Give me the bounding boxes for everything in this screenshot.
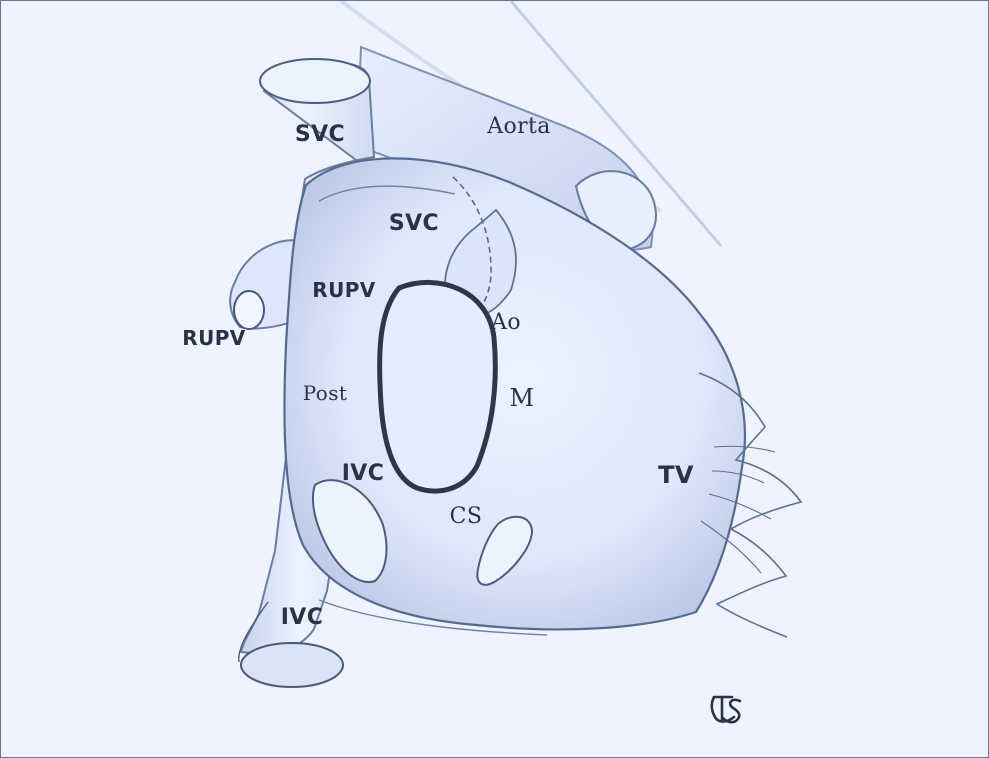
rupv-opening: [234, 291, 264, 329]
label-post: Post: [303, 383, 348, 403]
label-rupv-inner: RUPV: [312, 280, 375, 300]
label-rupv-vessel: RUPV: [182, 328, 245, 348]
label-m: M: [510, 386, 535, 410]
label-ao: Ao: [491, 312, 521, 334]
label-cs: CS: [450, 506, 483, 528]
artist-signature-ds: [707, 689, 749, 729]
fossa-ovalis-ring: [380, 282, 496, 491]
svc-opening: [260, 59, 370, 103]
label-ivc-inner: IVC: [342, 463, 385, 485]
label-ivc-vessel: IVC: [281, 607, 324, 629]
label-svc-inner: SVC: [389, 213, 439, 235]
ivc-opening: [241, 643, 343, 687]
label-svc-vessel: SVC: [295, 124, 345, 146]
label-aorta: Aorta: [487, 116, 551, 138]
label-tv: TV: [658, 463, 694, 487]
